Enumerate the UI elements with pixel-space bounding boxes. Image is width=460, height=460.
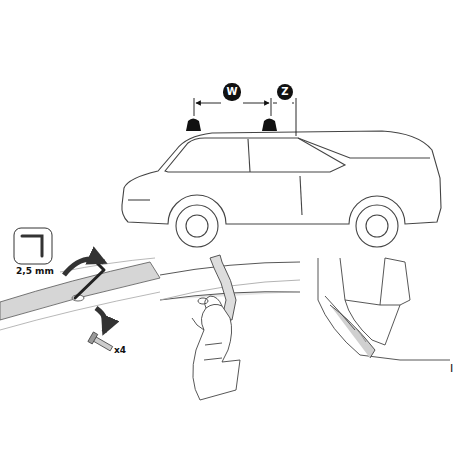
callout-letter: W	[226, 87, 237, 97]
dimension-lines	[194, 98, 296, 136]
roof-rail	[0, 258, 160, 353]
dimension-callout: Z	[277, 84, 293, 100]
hand-fitting-foot	[160, 255, 300, 400]
callout-letter: Z	[281, 87, 288, 97]
foot-on-door-frame	[318, 258, 450, 360]
bolt	[88, 332, 114, 354]
label-text: I	[450, 362, 453, 375]
label-text: 2,5 mm	[16, 266, 54, 276]
car-outline	[122, 131, 441, 247]
dimension-callout: W	[223, 83, 240, 100]
roof-feet	[186, 119, 277, 132]
tool-icon	[14, 228, 52, 264]
label-text: x4	[114, 345, 126, 355]
